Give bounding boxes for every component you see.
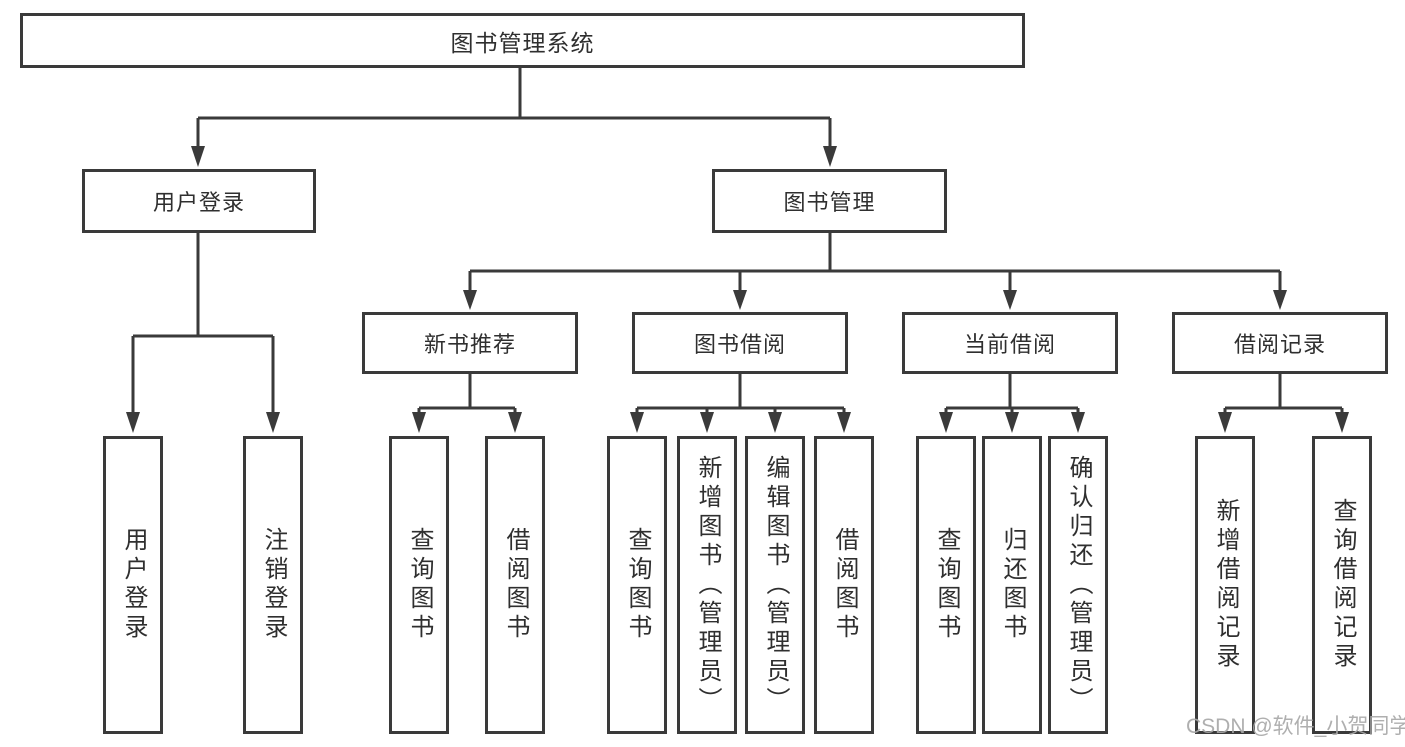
arrowhead-down <box>266 412 280 433</box>
node-new-book-recommend: 新书推荐 <box>362 312 578 374</box>
leaf-label: 用户登录 <box>120 527 147 643</box>
leaf-label: 归还图书 <box>999 527 1026 643</box>
leaf-label: 确认归还（管理员） <box>1065 454 1092 716</box>
arrowhead-down <box>1273 290 1287 310</box>
node-user-login-branch: 用户登录 <box>82 169 316 233</box>
leaf-recommend-query-books: 查询图书 <box>389 436 449 734</box>
node-library-management-system: 图书管理系统 <box>20 13 1025 68</box>
node-current-borrowing: 当前借阅 <box>902 312 1118 374</box>
arrowhead-down <box>191 146 205 167</box>
arrowhead-down <box>1218 412 1232 433</box>
node-label: 图书借阅 <box>693 332 786 357</box>
leaf-label: 查询图书 <box>933 527 960 643</box>
leaf-label: 新增图书（管理员） <box>694 454 721 716</box>
arrowhead-down <box>126 412 140 433</box>
node-book-management-branch: 图书管理 <box>712 169 947 233</box>
leaf-label: 查询图书 <box>624 527 651 643</box>
leaf-borrowing-edit-books-admin: 编辑图书（管理员） <box>745 436 805 734</box>
leaf-label: 编辑图书（管理员） <box>762 454 789 716</box>
arrowhead-down <box>733 290 747 310</box>
leaf-borrowing-add-books-admin: 新增图书（管理员） <box>677 436 737 734</box>
leaf-borrowing-borrow-books: 借阅图书 <box>814 436 874 734</box>
arrowhead-down <box>837 412 851 433</box>
node-label: 用户登录 <box>152 190 245 215</box>
leaf-records-query-borrow-record: 查询借阅记录 <box>1312 436 1372 734</box>
leaf-recommend-borrow-books: 借阅图书 <box>485 436 545 734</box>
arrowhead-down <box>768 412 782 433</box>
node-label: 借阅记录 <box>1233 332 1326 357</box>
leaf-label: 查询图书 <box>406 527 433 643</box>
node-label: 新书推荐 <box>423 332 516 357</box>
leaf-logout: 注销登录 <box>243 436 303 734</box>
leaf-borrowing-query-books: 查询图书 <box>607 436 667 734</box>
node-label: 图书管理系统 <box>450 29 595 56</box>
arrowhead-down <box>1335 412 1349 433</box>
leaf-current-query-books: 查询图书 <box>916 436 976 734</box>
arrowhead-down <box>1003 290 1017 310</box>
leaf-label: 新增借阅记录 <box>1212 498 1239 672</box>
arrowhead-down <box>1071 412 1085 433</box>
arrowhead-down <box>412 412 426 433</box>
leaf-label: 借阅图书 <box>502 527 529 643</box>
leaf-label: 查询借阅记录 <box>1329 498 1356 672</box>
arrowhead-down <box>630 412 644 433</box>
leaf-current-return-books: 归还图书 <box>982 436 1042 734</box>
arrowhead-down <box>823 146 837 167</box>
leaf-label: 借阅图书 <box>831 527 858 643</box>
node-book-borrowing: 图书借阅 <box>632 312 848 374</box>
arrowhead-down <box>939 412 953 433</box>
node-label: 当前借阅 <box>963 332 1056 357</box>
leaf-current-confirm-return-admin: 确认归还（管理员） <box>1048 436 1108 734</box>
arrowhead-down <box>1005 412 1019 433</box>
watermark: CSDN @软件_小贺同学 <box>1186 715 1405 738</box>
arrowhead-down <box>508 412 522 433</box>
arrowhead-down <box>463 290 477 310</box>
leaf-user-login: 用户登录 <box>103 436 163 734</box>
leaf-records-add-borrow-record: 新增借阅记录 <box>1195 436 1255 734</box>
node-label: 图书管理 <box>783 190 876 215</box>
node-borrowing-records: 借阅记录 <box>1172 312 1388 374</box>
leaf-label: 注销登录 <box>260 527 287 643</box>
arrowhead-down <box>700 412 714 433</box>
